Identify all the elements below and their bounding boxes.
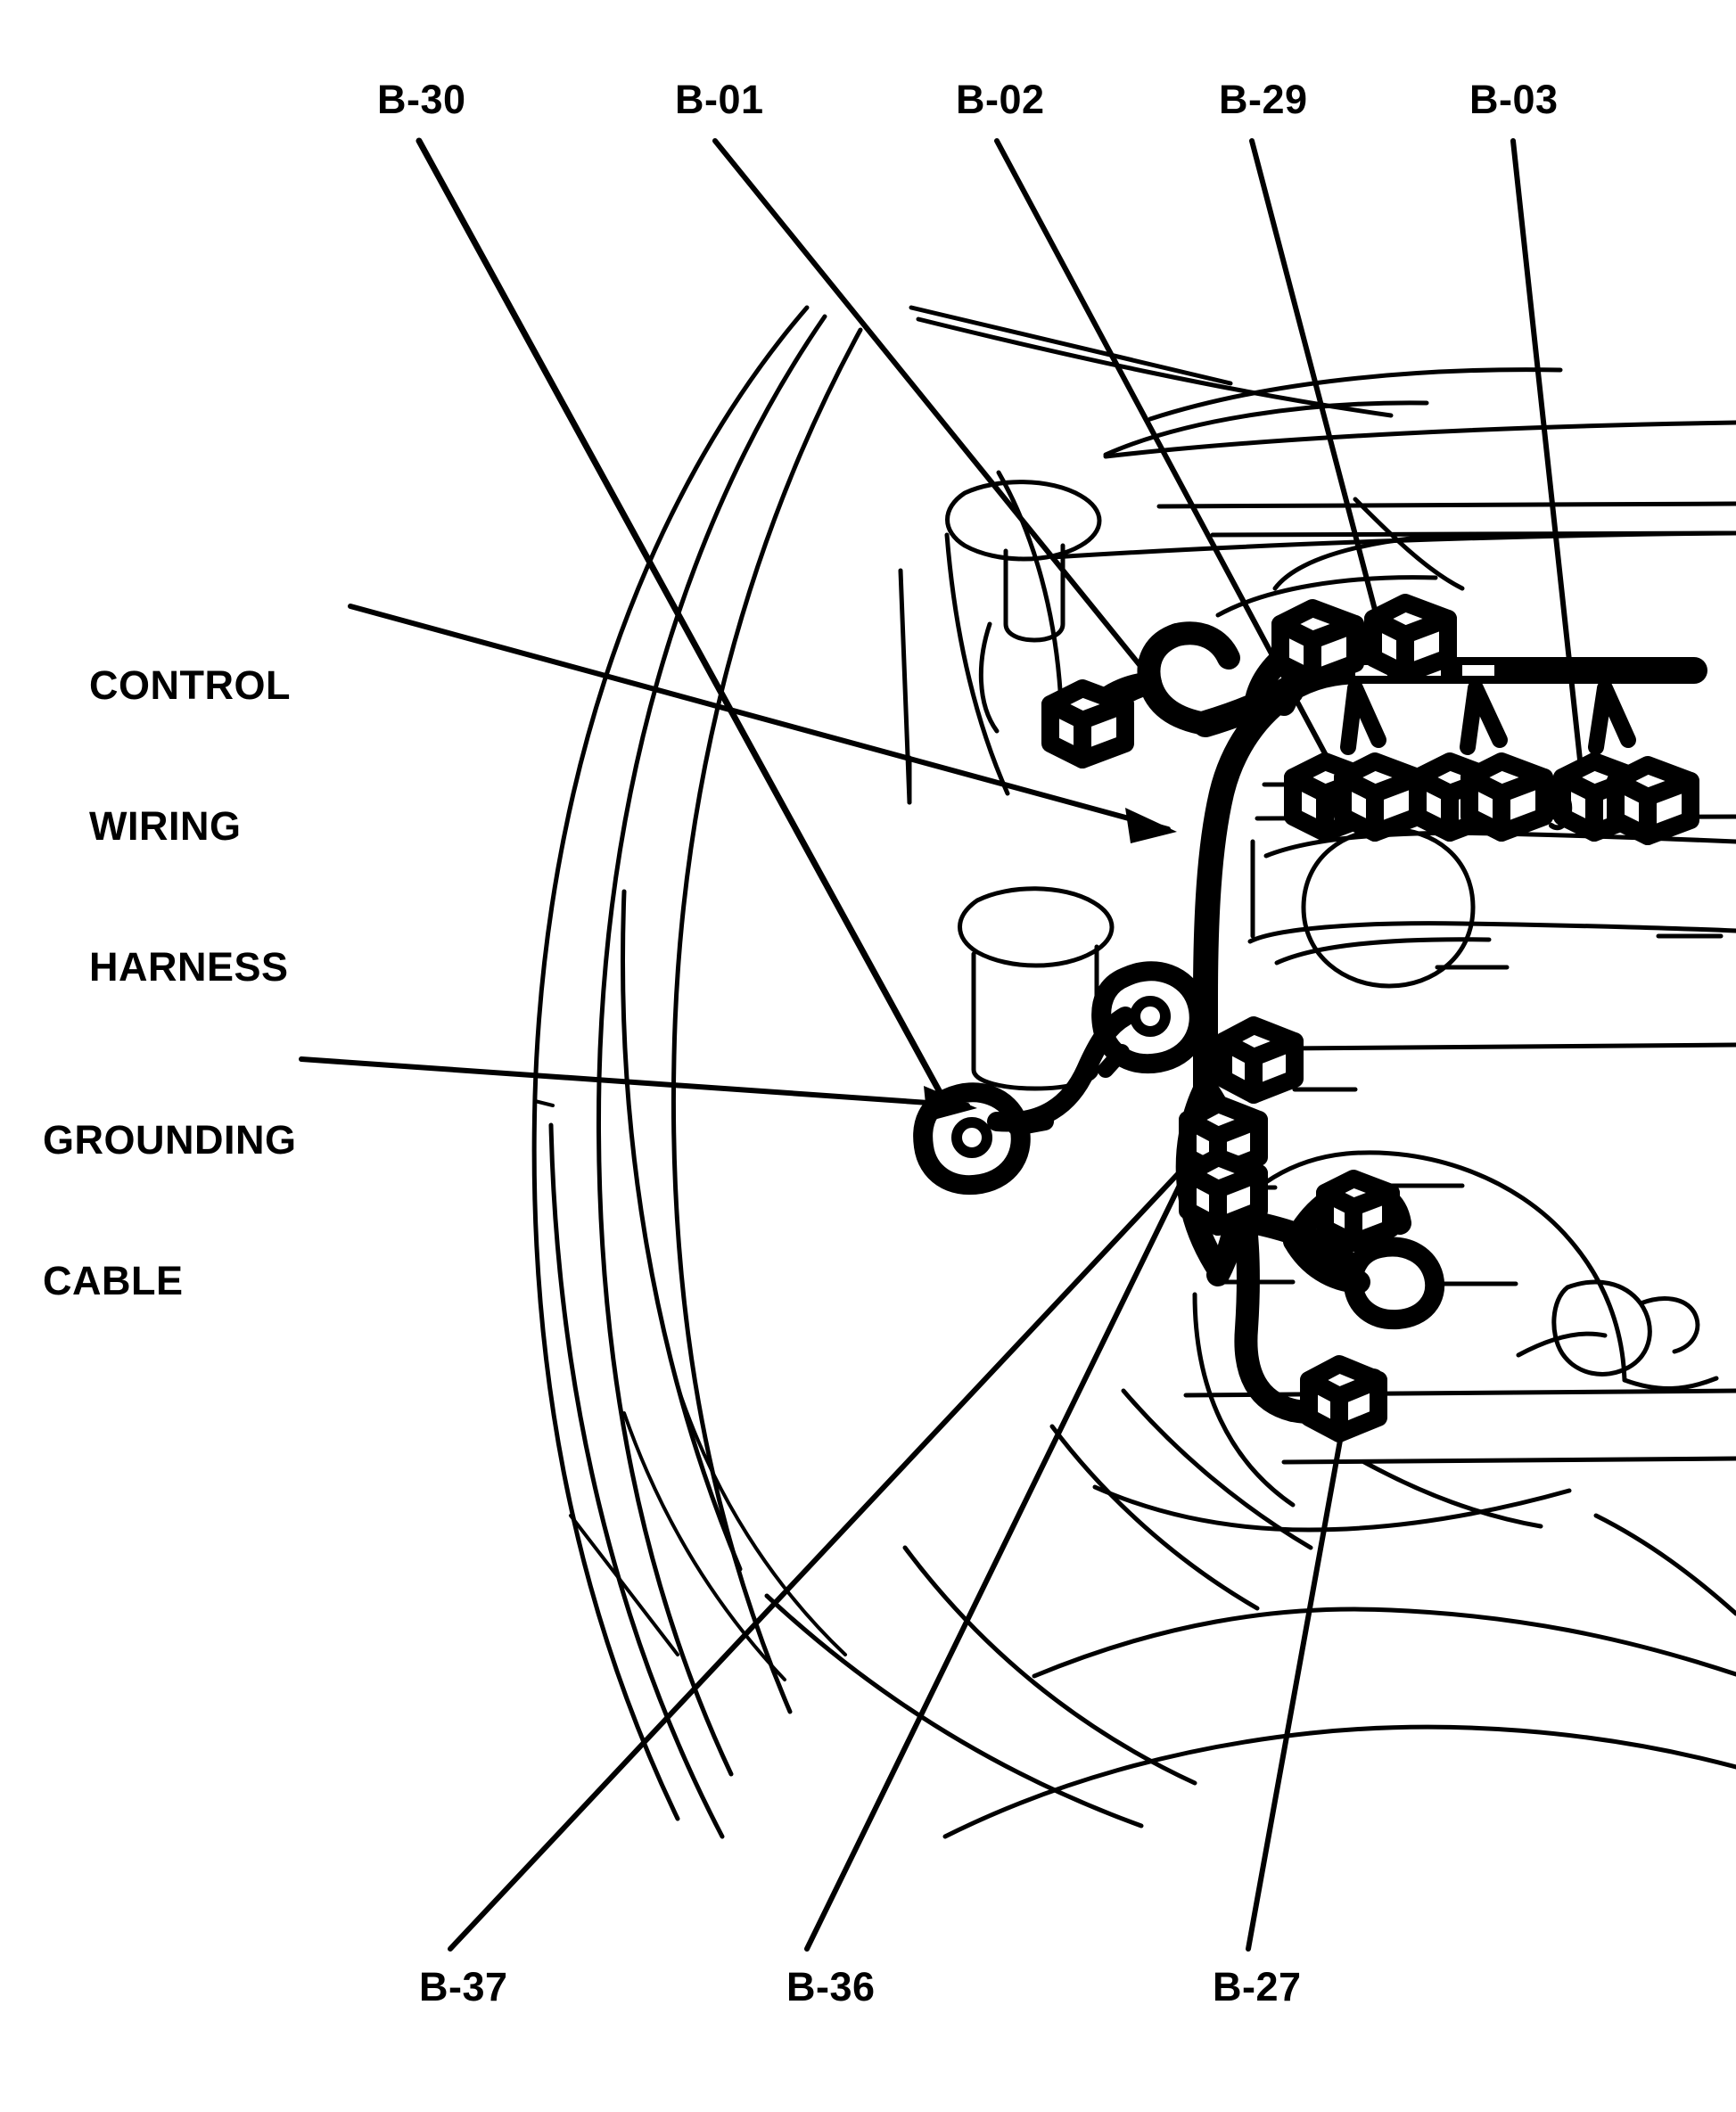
part-label-line: GROUNDING	[43, 1117, 297, 1163]
callout-label-b01: B-01	[675, 77, 764, 122]
connector-cube	[1460, 752, 1553, 842]
connector-cube	[1364, 594, 1457, 683]
part-label-line: HARNESS	[89, 944, 289, 990]
connector-cube	[1316, 1170, 1400, 1252]
connector-cube	[1300, 1355, 1387, 1442]
callout-label-b27: B-27	[1213, 1964, 1302, 2009]
part-label-line: CONTROL	[89, 662, 291, 709]
grounding-cable	[913, 961, 1209, 1196]
body-outline-thin-group	[533, 1099, 847, 1681]
callout-label-b29: B-29	[1219, 77, 1308, 122]
part-label-grounding-cable: GROUNDING CABLE	[43, 1023, 297, 1399]
callout-label-b36: B-36	[786, 1964, 876, 2009]
callout-label-b02: B-02	[956, 77, 1045, 122]
connector-cube	[1271, 599, 1364, 688]
connector-cube	[1607, 756, 1699, 845]
connector-cube	[1179, 1148, 1268, 1236]
callout-label-b03: B-03	[1469, 77, 1559, 122]
leader-line-group	[299, 137, 1585, 1952]
callout-label-b30: B-30	[377, 77, 466, 122]
part-label-control-wiring-harness: CONTROL WIRING HARNESS	[89, 569, 291, 1085]
connector-row-group	[1284, 752, 1699, 845]
connector-cube	[1041, 679, 1134, 768]
connector-cube-group-upper	[1271, 594, 1457, 688]
connector-stack-group	[1179, 1016, 1304, 1236]
connector-cube	[1334, 752, 1427, 842]
callout-label-b37: B-37	[419, 1964, 508, 2009]
part-label-line: WIRING	[89, 803, 242, 850]
connector-cube	[1214, 1016, 1304, 1104]
harness-branch-drops	[1340, 680, 1636, 755]
part-label-line: CABLE	[43, 1258, 184, 1304]
